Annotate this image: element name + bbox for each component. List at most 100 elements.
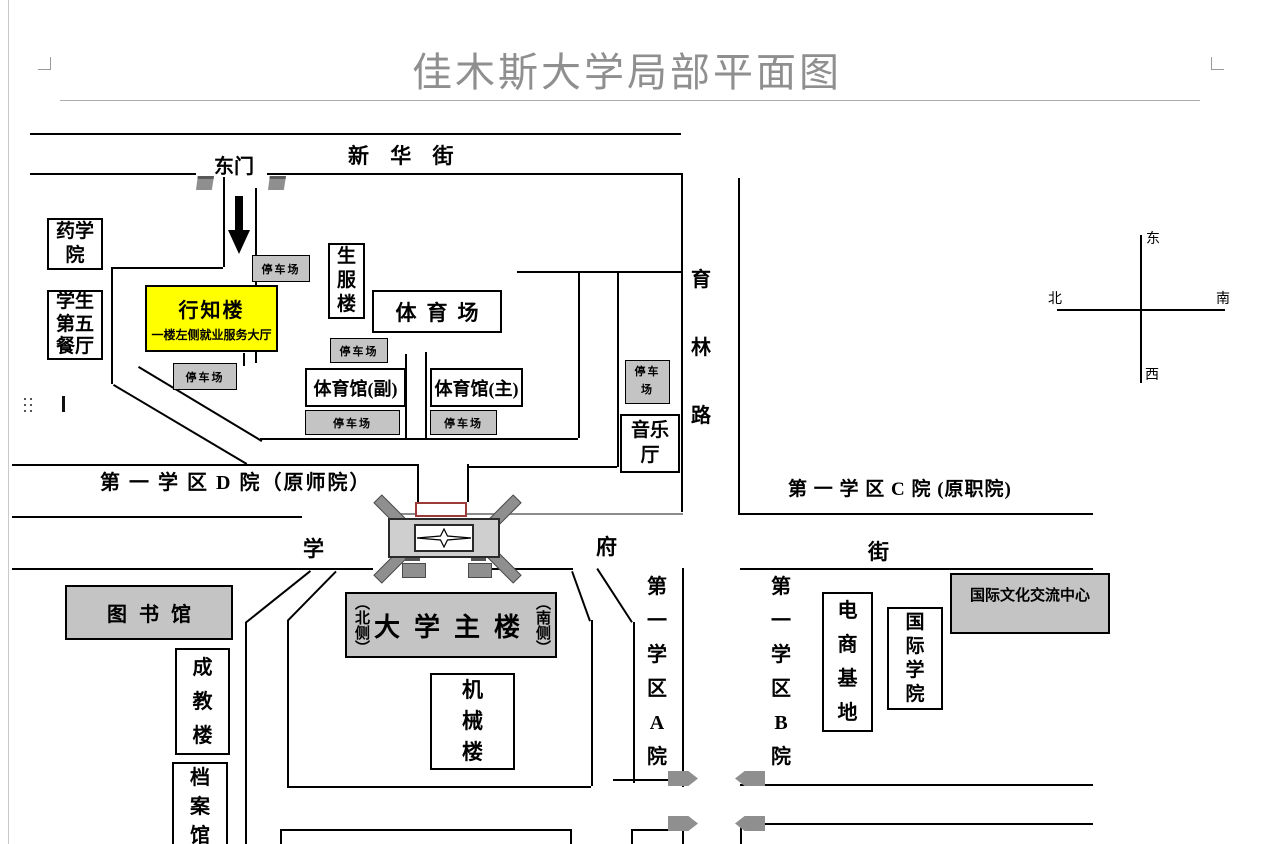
east-gate-post-left — [196, 176, 214, 190]
map-road-line-h — [740, 823, 1093, 825]
map-road-line-diagonal — [596, 568, 633, 623]
map-road-line-h — [12, 516, 302, 518]
map-road-line-h — [517, 271, 681, 273]
building-xingzhi-subtitle: 一楼左侧就业服务大厅 — [151, 328, 272, 342]
building-music-hall: 音乐厅 — [620, 414, 680, 473]
street-label-xuefu-jie: 街 — [868, 540, 889, 564]
building-shengfu: 生服楼 — [328, 243, 365, 319]
compass-label-west: 西 — [1145, 368, 1159, 383]
map-road-line-v — [111, 267, 113, 384]
building-gym-aux: 体育馆(副) — [305, 368, 406, 407]
building-chengjiao: 成教楼 — [175, 648, 230, 755]
building-main: （北侧） 大学主楼 （南侧） — [345, 592, 557, 658]
building-library: 图书馆 — [65, 585, 233, 640]
paragraph-dots-artifact — [24, 398, 26, 400]
compass-label-north: 北 — [1048, 292, 1062, 307]
map-road-line-h — [392, 513, 683, 515]
map-road-line-v — [245, 622, 247, 844]
map-road-line-h — [30, 173, 196, 175]
main-gate-inner — [414, 524, 474, 552]
arrow-right-lower — [668, 816, 698, 831]
building-main-north-side: （北侧） — [353, 595, 369, 655]
map-road-line-h — [30, 133, 681, 135]
main-gate-star-icon — [416, 528, 472, 548]
map-road-line-h — [12, 568, 373, 570]
corner-mark-right — [1211, 57, 1224, 70]
map-road-line-v — [617, 271, 619, 467]
parking-lot-yulin: 停车场 — [625, 360, 670, 404]
map-road-line-v — [223, 177, 225, 267]
map-road-line-v — [591, 620, 593, 786]
cursor-artifact — [62, 396, 65, 412]
map-road-line-diagonal — [287, 571, 337, 622]
building-ecommerce: 电商基地 — [822, 592, 873, 732]
parking-lot-gym-main: 停车场 — [430, 410, 497, 435]
street-label-xinhua: 新 华 街 — [348, 144, 454, 168]
parking-lot-east-gate: 停车场 — [252, 255, 310, 282]
map-road-line-v — [682, 829, 684, 844]
main-gate-body — [388, 518, 500, 558]
map-road-line-h — [111, 267, 223, 269]
map-road-line-h — [467, 466, 617, 468]
building-gym-main: 体育馆(主) — [430, 368, 523, 407]
district-b-label: 第一学区B院 — [771, 576, 791, 768]
main-gate — [373, 494, 523, 586]
parking-lot-stadium-west: 停车场 — [330, 338, 388, 363]
map-road-line-diagonal — [571, 571, 591, 622]
building-archives: 档案馆 — [172, 762, 228, 844]
map-road-line-v — [570, 829, 572, 844]
district-c-label: 第 一 学 区 C 院 (原职院) — [788, 479, 1012, 500]
building-intl-center: 国际文化交流中心 — [950, 573, 1110, 634]
page-edge-line — [8, 0, 9, 844]
building-canteen5: 学生第五餐厅 — [47, 290, 103, 360]
building-xingzhi: 行知楼 一楼左侧就业服务大厅 — [145, 285, 278, 352]
building-xingzhi-name: 行知楼 — [178, 300, 245, 322]
map-road-line-v — [280, 829, 282, 844]
map-road-line-v — [682, 568, 684, 787]
title-underline — [60, 100, 1200, 101]
parking-lot-xingzhi: 停车场 — [173, 363, 237, 390]
main-gate-booth-right — [468, 563, 492, 578]
map-road-line-v — [417, 464, 419, 502]
map-road-line-h — [260, 438, 578, 440]
main-gate-booth-left-cap — [405, 558, 420, 561]
map-road-line-h — [740, 784, 1093, 786]
map-road-line-v — [425, 352, 427, 438]
building-machinery: 机械楼 — [430, 673, 515, 770]
map-road-line-v — [287, 620, 289, 786]
district-a-label: 第一学区A院 — [647, 576, 667, 768]
arrow-left-lower — [735, 816, 765, 831]
map-road-line-h — [631, 829, 670, 831]
map-road-line-diagonal — [113, 384, 247, 465]
building-main-name: 大学主楼 — [374, 612, 535, 642]
map-road-line-h — [287, 786, 591, 788]
compass-label-south: 南 — [1216, 292, 1230, 307]
page-title: 佳木斯大学局部平面图 — [412, 50, 842, 95]
map-road-line-diagonal — [245, 570, 311, 624]
map-road-line-v — [1140, 235, 1142, 383]
street-label-xuefu-fu: 府 — [596, 535, 617, 559]
map-road-line-v — [738, 178, 740, 513]
compass-label-east: 东 — [1146, 232, 1160, 247]
arrow-left-upper — [735, 771, 765, 786]
map-road-line-v — [467, 464, 469, 502]
map-road-line-h — [738, 513, 1093, 515]
map-road-line-h — [490, 568, 573, 570]
street-label-yulin: 育林路 — [691, 269, 711, 427]
district-d-label: 第 一 学 区 D 院（原师院） — [100, 472, 372, 494]
map-road-line-h — [613, 779, 670, 781]
main-gate-booth-right-cap — [471, 558, 486, 561]
corner-mark-left — [38, 57, 51, 70]
map-road-line-h — [280, 829, 570, 831]
street-label-xuefu-xue: 学 — [303, 537, 324, 561]
map-road-line-v — [633, 622, 635, 783]
east-gate-post-right — [268, 176, 286, 190]
arrow-right-upper — [668, 771, 698, 786]
main-gate-booth-left — [402, 563, 426, 578]
building-pharmacy: 药学院 — [47, 218, 103, 270]
main-gate-red-plaque — [415, 502, 467, 517]
map-road-line-h — [267, 173, 681, 175]
map-road-line-v — [631, 829, 633, 844]
